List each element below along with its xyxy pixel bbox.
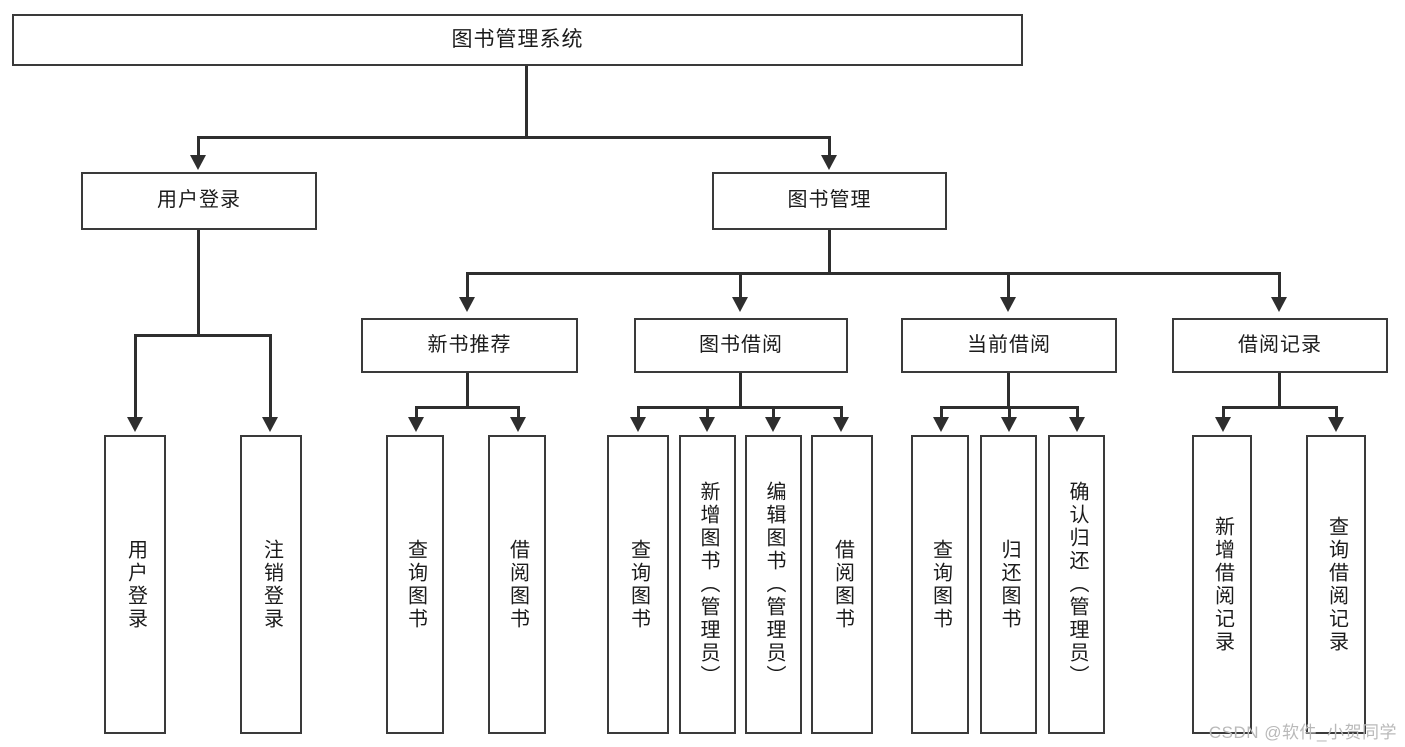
node-label: 图书借阅	[699, 333, 783, 356]
arrow-borrow-to-leaf-4	[833, 417, 849, 432]
connector-borrow-to-leaf-4	[840, 406, 843, 420]
node-label: 图书管理系统	[451, 27, 584, 51]
node-label: 确认归还（管理员）	[1066, 481, 1088, 688]
arrow-root-to-user-login	[190, 155, 206, 170]
node-leaf-new-book-borrow[interactable]: 借阅图书	[488, 435, 546, 734]
node-label: 查询借阅记录	[1325, 515, 1348, 654]
arrow-current-to-leaf-2	[1001, 417, 1017, 432]
connector-borrow-to-leaf-1	[637, 406, 640, 420]
connector-borrow-to-leaf-2	[706, 406, 709, 420]
node-label: 查询图书	[627, 538, 650, 631]
node-label: 新书推荐	[427, 333, 512, 356]
node-label: 注销登录	[260, 538, 283, 631]
connector-book-mgmt-to-current	[1007, 272, 1010, 300]
node-label: 借阅图书	[831, 538, 854, 631]
arrow-book-mgmt-to-record	[1271, 297, 1287, 312]
arrow-user-login-to-leaf-2	[262, 417, 278, 432]
node-leaf-current-confirm-return[interactable]: 确认归还（管理员）	[1048, 435, 1105, 734]
connector-borrow-to-leaf-3	[772, 406, 775, 420]
node-leaf-record-add[interactable]: 新增借阅记录	[1192, 435, 1252, 734]
node-leaf-borrow-add-book[interactable]: 新增图书（管理员）	[679, 435, 736, 734]
node-current-borrow[interactable]: 当前借阅	[901, 318, 1117, 373]
connector-book-mgmt-to-borrow	[739, 272, 742, 300]
node-label: 查询图书	[929, 538, 952, 631]
arrow-book-mgmt-to-new-book	[459, 297, 475, 312]
node-label: 新增图书（管理员）	[697, 481, 719, 688]
connector-current-to-leaf-3	[1076, 406, 1079, 420]
connector-record-stem	[1278, 373, 1281, 408]
connector-book-mgmt-bus	[466, 272, 1280, 275]
connector-new-book-bus	[415, 406, 520, 409]
connector-record-to-leaf-1	[1222, 406, 1225, 420]
connector-root-bus	[197, 136, 831, 139]
connector-current-to-leaf-2	[1008, 406, 1011, 420]
connector-new-book-to-leaf-2	[517, 406, 520, 420]
node-user-login[interactable]: 用户登录	[81, 172, 317, 230]
connector-record-bus	[1222, 406, 1338, 409]
node-root-system[interactable]: 图书管理系统	[12, 14, 1023, 66]
arrow-record-to-leaf-1	[1215, 417, 1231, 432]
arrow-user-login-to-leaf-1	[127, 417, 143, 432]
connector-root-stem	[525, 66, 528, 138]
node-book-borrow[interactable]: 图书借阅	[634, 318, 848, 373]
arrow-book-mgmt-to-borrow	[732, 297, 748, 312]
node-label: 查询图书	[404, 538, 427, 631]
arrow-new-book-to-leaf-2	[510, 417, 526, 432]
connector-borrow-bus	[637, 406, 843, 409]
node-leaf-borrow-query-book[interactable]: 查询图书	[607, 435, 669, 734]
arrow-root-to-book-mgmt	[821, 155, 837, 170]
connector-user-login-to-leaf-1	[134, 334, 137, 420]
node-label: 新增借阅记录	[1211, 515, 1234, 654]
connector-book-mgmt-stem	[828, 230, 831, 274]
node-label: 当前借阅	[967, 333, 1051, 356]
node-leaf-current-return-book[interactable]: 归还图书	[980, 435, 1037, 734]
node-borrow-record[interactable]: 借阅记录	[1172, 318, 1388, 373]
node-label: 借阅图书	[506, 538, 529, 631]
node-book-management[interactable]: 图书管理	[712, 172, 947, 230]
node-label: 图书管理	[787, 189, 872, 212]
connector-root-to-book-mgmt	[828, 136, 831, 158]
connector-book-mgmt-to-record	[1278, 272, 1281, 300]
connector-new-book-stem	[466, 373, 469, 408]
node-leaf-current-query-book[interactable]: 查询图书	[911, 435, 969, 734]
node-leaf-borrow-borrow-book[interactable]: 借阅图书	[811, 435, 873, 734]
arrow-new-book-to-leaf-1	[408, 417, 424, 432]
node-label: 用户登录	[157, 189, 241, 212]
connector-new-book-to-leaf-1	[415, 406, 418, 420]
arrow-borrow-to-leaf-2	[699, 417, 715, 432]
connector-current-to-leaf-1	[940, 406, 943, 420]
node-label: 借阅记录	[1238, 333, 1322, 356]
node-label: 编辑图书（管理员）	[763, 481, 785, 688]
node-leaf-new-book-query[interactable]: 查询图书	[386, 435, 444, 734]
arrow-book-mgmt-to-current	[1000, 297, 1016, 312]
arrow-borrow-to-leaf-1	[630, 417, 646, 432]
node-leaf-record-query[interactable]: 查询借阅记录	[1306, 435, 1366, 734]
node-leaf-user-login-logout[interactable]: 注销登录	[240, 435, 302, 734]
arrow-record-to-leaf-2	[1328, 417, 1344, 432]
node-label: 用户登录	[124, 538, 147, 631]
node-label: 归还图书	[998, 538, 1020, 631]
connector-user-login-to-leaf-2	[269, 334, 272, 420]
connector-root-to-user-login	[197, 136, 200, 158]
connector-current-stem	[1007, 373, 1010, 408]
connector-book-mgmt-to-new-book	[466, 272, 469, 300]
node-new-book-recommend[interactable]: 新书推荐	[361, 318, 578, 373]
connector-borrow-stem	[739, 373, 742, 408]
connector-user-login-stem	[197, 230, 200, 336]
node-leaf-user-login-login[interactable]: 用户登录	[104, 435, 166, 734]
node-leaf-borrow-edit-book[interactable]: 编辑图书（管理员）	[745, 435, 802, 734]
arrow-current-to-leaf-1	[933, 417, 949, 432]
arrow-current-to-leaf-3	[1069, 417, 1085, 432]
arrow-borrow-to-leaf-3	[765, 417, 781, 432]
connector-record-to-leaf-2	[1335, 406, 1338, 420]
connector-user-login-bus	[134, 334, 272, 337]
